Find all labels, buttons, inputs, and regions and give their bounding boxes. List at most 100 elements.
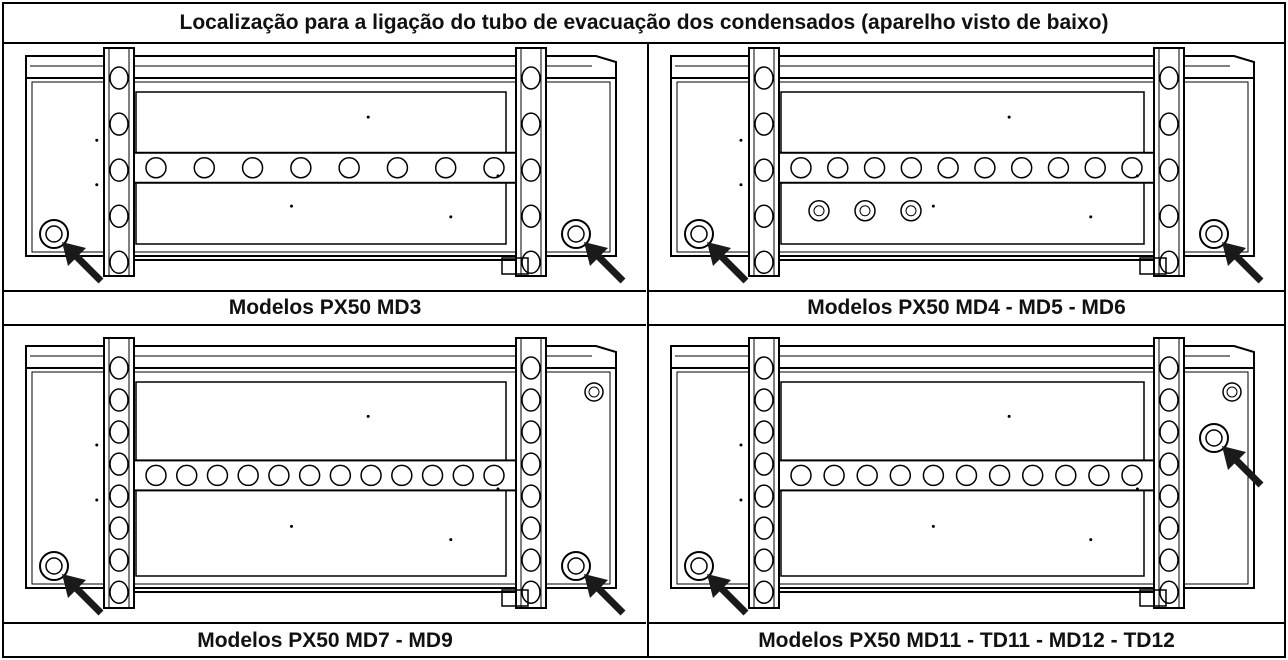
bracket-hole — [1159, 66, 1179, 90]
bracket-hole — [754, 580, 774, 604]
unit-drawing-md3 — [25, 47, 626, 284]
beam-hole — [145, 464, 167, 487]
casing-body — [25, 367, 617, 589]
bracket-hole — [754, 420, 774, 444]
drain-outlet-inner — [690, 225, 708, 243]
cross-beam — [133, 151, 517, 184]
bracket-hole — [1159, 112, 1179, 136]
drain-outlet-inner — [45, 225, 63, 243]
aux-fitting-inner — [588, 386, 600, 398]
beam-hole — [175, 464, 198, 487]
marker-dot — [290, 524, 293, 528]
unit-drawing-md4-md6 — [670, 47, 1264, 284]
beam-hole — [1084, 157, 1106, 179]
panel-caption-3: Modelos PX50 MD11 - TD11 - MD12 - TD12 — [649, 622, 1284, 658]
marker-dot — [1007, 115, 1011, 119]
lower-hole-inner — [859, 205, 871, 217]
beam-hole — [206, 464, 229, 487]
bracket-hole — [1159, 204, 1179, 228]
bracket-hole — [521, 158, 541, 182]
marker-dot — [931, 524, 935, 528]
bracket-hole — [109, 204, 129, 228]
beam-hole — [790, 464, 812, 487]
bracket-hole — [1159, 420, 1179, 444]
bracket-hole — [521, 356, 541, 380]
bracket-hole — [754, 66, 774, 90]
drain-outlet — [39, 551, 69, 581]
marker-dot — [1089, 538, 1093, 542]
column-divider — [647, 42, 649, 658]
bracket-hole — [521, 452, 541, 476]
marker-dot — [1089, 215, 1093, 219]
beam-hole — [974, 157, 996, 179]
marker-dot — [496, 174, 500, 178]
bracket-hole — [109, 420, 129, 444]
marker-dot — [290, 204, 293, 208]
marker-dot — [931, 204, 935, 208]
beam-hole — [1121, 464, 1143, 487]
drain-arrow — [584, 574, 626, 616]
marker-dot — [449, 538, 453, 542]
beam-hole — [1021, 464, 1044, 487]
panel-image-2 — [4, 328, 646, 622]
bracket-hole — [754, 356, 774, 380]
panel-caption-2: Modelos PX50 MD7 - MD9 — [4, 622, 646, 658]
bracket-hole — [521, 516, 541, 540]
drain-arrow — [584, 242, 626, 284]
beam-hole — [1088, 464, 1110, 487]
lower-hole — [900, 200, 922, 222]
drain-outlet — [1199, 423, 1229, 453]
bracket-hole — [1159, 158, 1179, 182]
unit-drawing-md7-md9 — [25, 337, 626, 616]
drain-outlet — [561, 219, 591, 249]
table-title: Localização para a ligação do tubo de ev… — [4, 4, 1284, 44]
beam-hole — [145, 157, 167, 179]
beam-hole — [955, 464, 978, 487]
unit-drawing-md11-td12 — [670, 337, 1264, 616]
bracket-hole — [1159, 548, 1179, 572]
beam-hole — [790, 157, 812, 179]
beam-hole — [360, 464, 382, 487]
bracket-hole — [521, 420, 541, 444]
bracket-hole — [754, 516, 774, 540]
drain-outlet-inner — [690, 557, 708, 575]
casing-body — [670, 77, 1255, 257]
bracket-hole — [754, 548, 774, 572]
bracket-hole — [1159, 516, 1179, 540]
beam-hole — [1055, 464, 1077, 487]
marker-dot — [739, 138, 743, 142]
bracket-hole — [754, 112, 774, 136]
beam-hole — [452, 464, 475, 487]
bracket-hole — [109, 516, 129, 540]
aux-fitting — [1222, 382, 1242, 402]
cross-beam — [133, 459, 517, 492]
lower-hole — [854, 200, 876, 222]
marker-dot — [366, 414, 370, 418]
bottom-fitting — [501, 589, 529, 607]
bracket-hole — [109, 548, 129, 572]
lower-hole-inner — [905, 205, 917, 217]
beam-hole — [386, 157, 409, 179]
beam-hole — [827, 157, 849, 179]
drain-outlet-inner — [1205, 225, 1223, 243]
marker-dot — [95, 498, 99, 502]
panel-image-3 — [649, 328, 1284, 622]
beam-hole — [856, 464, 878, 487]
bracket-hole — [754, 388, 774, 412]
bracket-hole — [1159, 484, 1179, 508]
drain-outlet — [684, 551, 714, 581]
drain-arrow — [707, 242, 749, 284]
bracket-hole — [521, 112, 541, 136]
casing-inner — [676, 81, 1249, 253]
marker-dot — [449, 215, 453, 219]
drain-arrow — [1222, 446, 1264, 488]
bracket-hole — [1159, 452, 1179, 476]
marker-dot — [1135, 487, 1139, 491]
drain-outlet-inner — [567, 225, 585, 243]
beam-hole — [483, 464, 505, 487]
beam-hole — [391, 464, 413, 487]
panel-caption-0: Modelos PX50 MD3 — [4, 290, 646, 326]
marker-dot — [95, 138, 99, 142]
lower-hole-inner — [813, 205, 825, 217]
